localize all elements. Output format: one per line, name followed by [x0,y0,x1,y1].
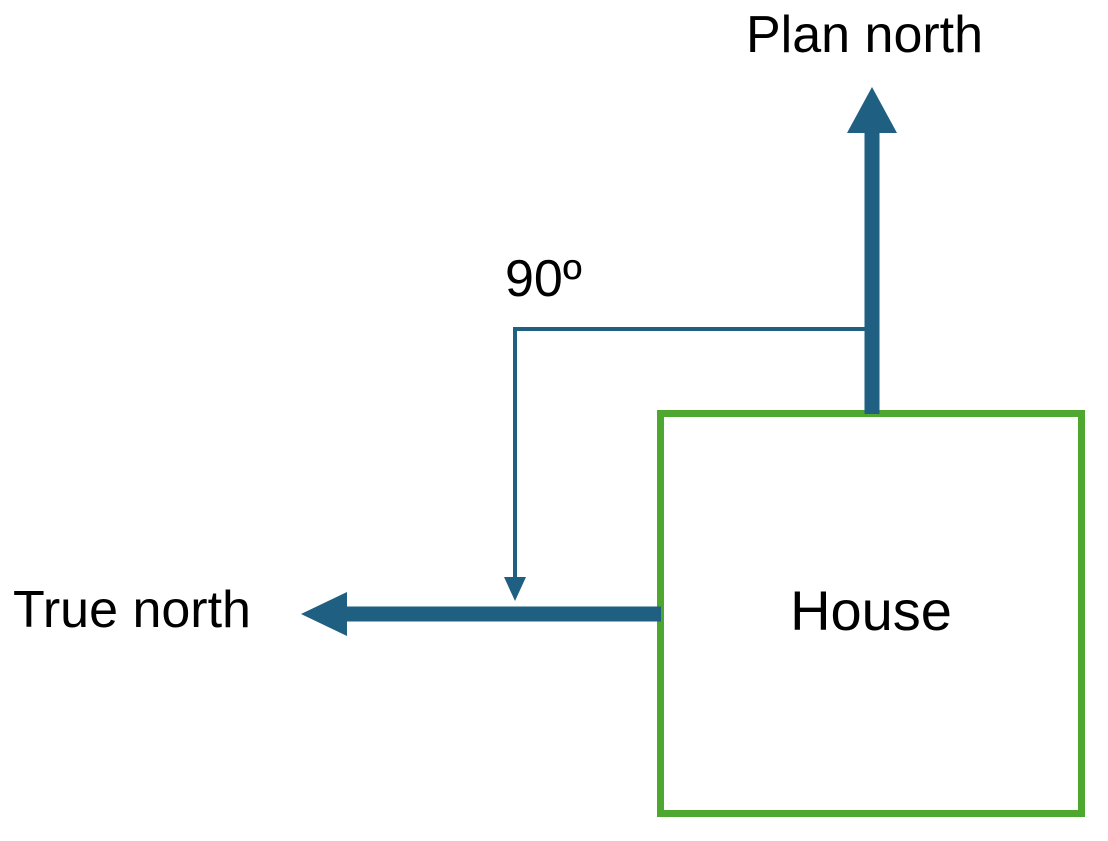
true-north-label: True north [13,581,251,639]
angle-label: 90º [505,250,582,308]
house-label: House [790,579,952,642]
angle-connector-line [513,327,866,578]
plan-north-arrow [847,87,897,414]
angle-connector-arrowhead-icon [504,577,526,601]
true-north-arrow [301,592,661,636]
plan-north-label: Plan north [746,6,984,64]
angle-connector [504,327,866,601]
house-box [657,410,1085,817]
plan-north-arrowhead-icon [847,87,897,133]
true-north-arrowhead-icon [301,592,347,636]
